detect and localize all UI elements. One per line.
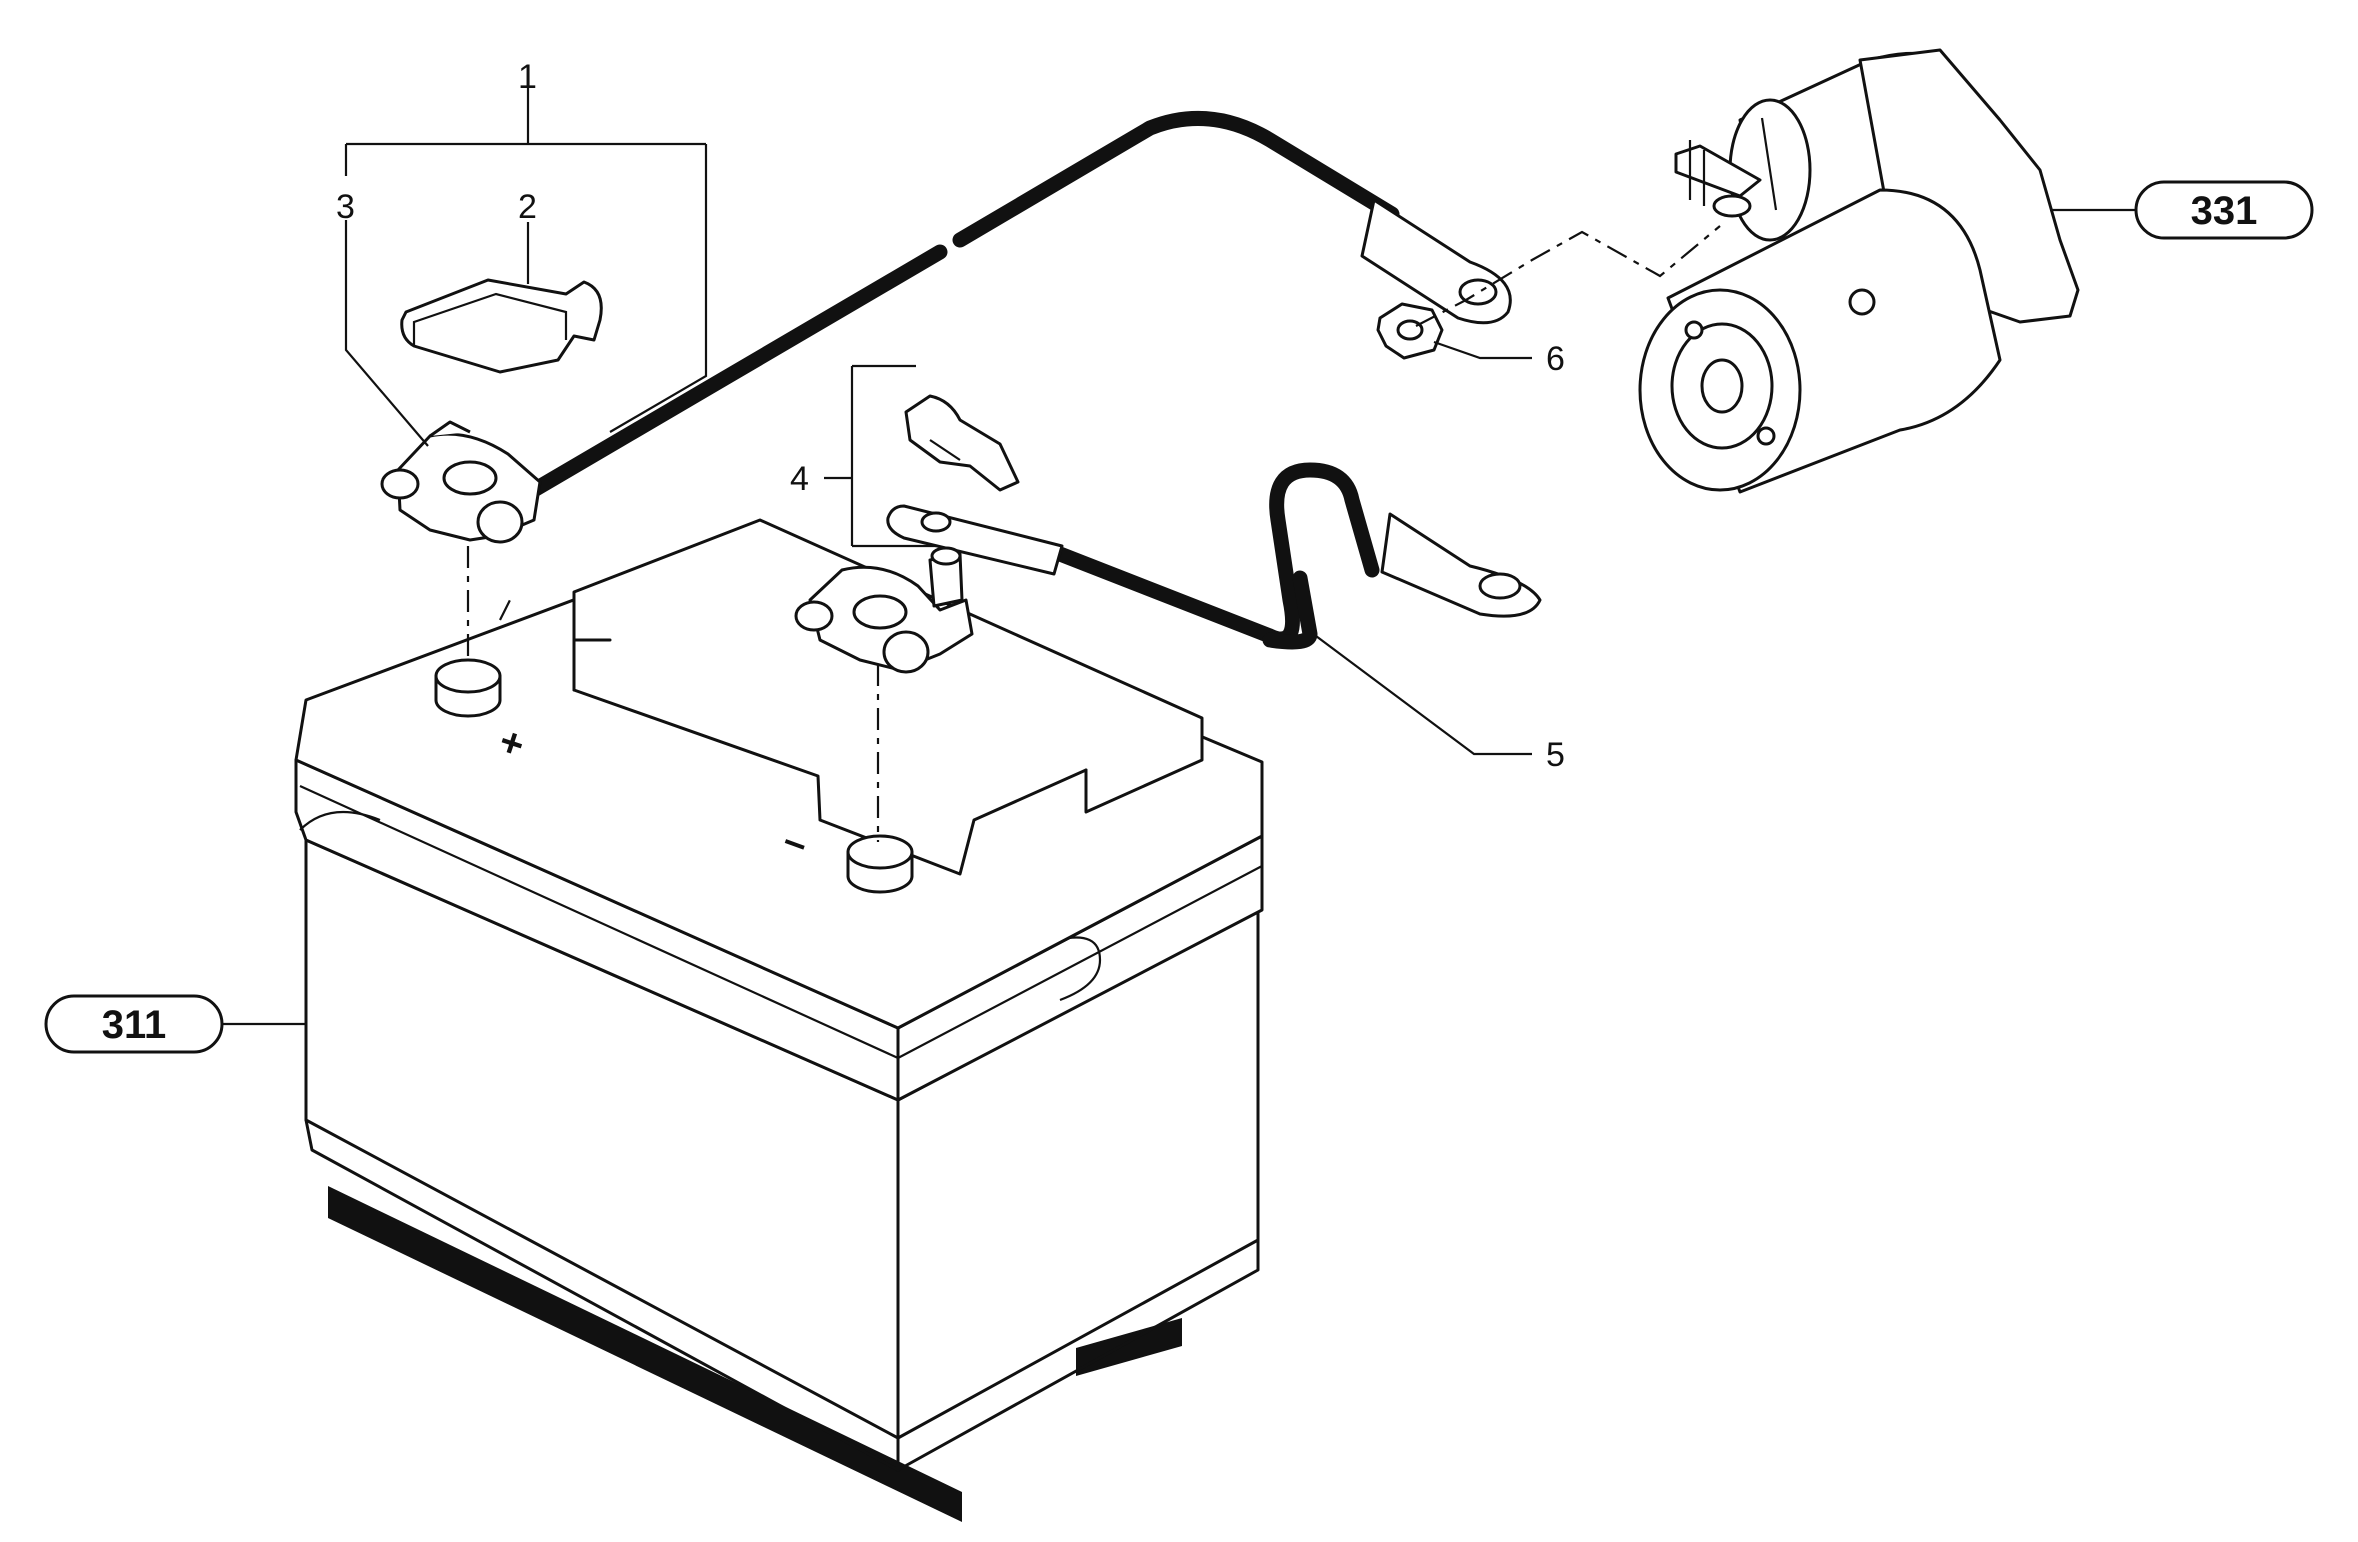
- part-label-3: 3: [336, 188, 355, 226]
- starter-motor: [1638, 48, 2080, 494]
- ground-cable-battery-lug: [886, 504, 1064, 576]
- leader-part-6: [1433, 340, 1532, 360]
- wing-nut: [904, 394, 1020, 492]
- part-label-6: 6: [1546, 340, 1565, 378]
- hex-nut: [1376, 302, 1444, 360]
- battery-top-cover: [572, 518, 1204, 876]
- ground-cable-lug: [1380, 512, 1542, 618]
- assembly-line-starter-nut: [1415, 225, 1721, 327]
- positive-cable: [526, 244, 948, 498]
- reference-label-311: 311: [102, 1003, 167, 1047]
- part-label-5: 5: [1546, 736, 1565, 774]
- battery-base-strip: [328, 1186, 962, 1522]
- part-label-1: 1: [518, 58, 537, 96]
- positive-cable-lug: [1360, 198, 1512, 325]
- reference-badge-331[interactable]: 331: [2134, 180, 2314, 240]
- positive-terminal-post: [434, 658, 502, 718]
- leader-part-5: [1315, 635, 1532, 756]
- positive-clamp: [380, 420, 542, 544]
- negative-terminal-post: [846, 834, 914, 894]
- leader-part-3: [344, 220, 429, 447]
- reference-label-331: 331: [2191, 189, 2258, 233]
- leader-part-4: [824, 364, 936, 548]
- part-label-4: 4: [790, 460, 809, 498]
- negative-clamp: [794, 546, 974, 674]
- battery: + –: [294, 518, 1264, 1522]
- ground-cable: [1052, 462, 1380, 647]
- leader-part-1: [344, 88, 708, 433]
- reference-badge-311[interactable]: 311: [44, 994, 224, 1054]
- terminal-cap: [400, 278, 603, 374]
- part-label-2: 2: [518, 188, 537, 226]
- battery-base-strip-rear: [1076, 1318, 1182, 1376]
